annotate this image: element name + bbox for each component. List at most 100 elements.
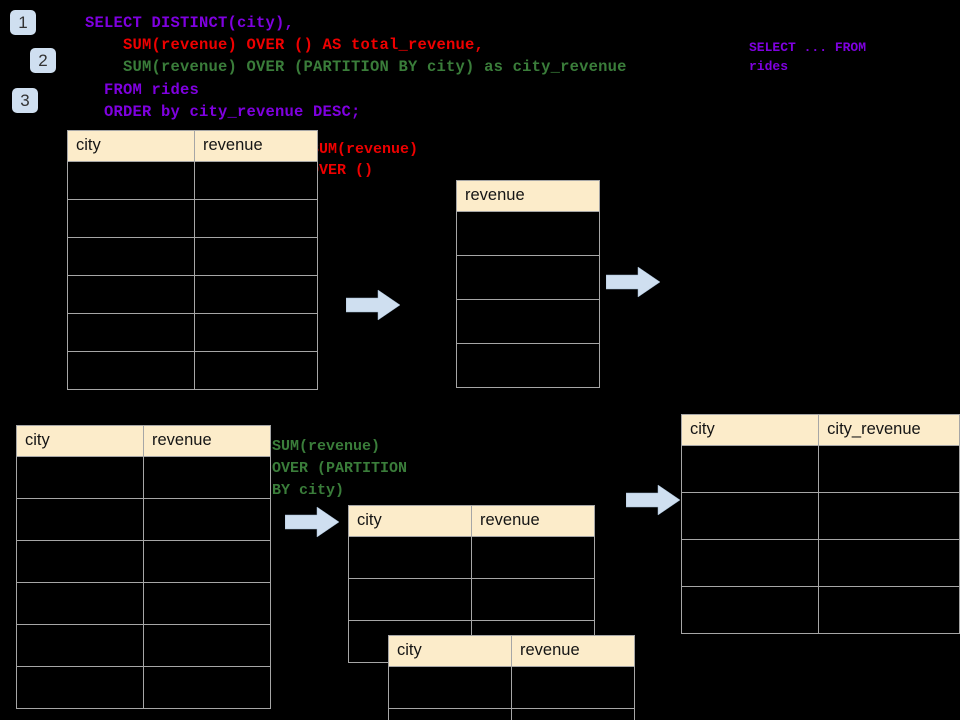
cell-revenue[interactable]	[143, 666, 271, 709]
arrow-right-icon-partition-to-result	[626, 484, 681, 516]
cell-revenue[interactable]	[194, 161, 318, 200]
cell-city-revenue[interactable]	[818, 539, 960, 587]
table-row[interactable]	[348, 536, 595, 579]
cell-city[interactable]	[67, 237, 195, 276]
table-rides-source-bottom[interactable]: city revenue	[16, 425, 271, 709]
cell-city[interactable]	[16, 582, 144, 625]
cell-city[interactable]	[16, 666, 144, 709]
table-row[interactable]	[388, 666, 635, 709]
table-row[interactable]	[680, 492, 960, 540]
table-header-row: city revenue	[16, 425, 271, 457]
table-row[interactable]	[16, 666, 271, 709]
cell-city[interactable]	[16, 498, 144, 541]
column-header-city: city	[16, 425, 144, 457]
cell-city-revenue[interactable]	[818, 445, 960, 493]
cell-city[interactable]	[67, 199, 195, 238]
table-header-row: city revenue	[67, 130, 318, 162]
table-row[interactable]	[16, 582, 271, 625]
column-header-revenue: revenue	[511, 635, 635, 667]
table-row[interactable]	[16, 498, 271, 541]
cell-city[interactable]	[16, 540, 144, 583]
table-row[interactable]	[456, 299, 600, 344]
cell-city[interactable]	[67, 161, 195, 200]
cell-revenue[interactable]	[456, 299, 600, 344]
cell-city-revenue[interactable]	[818, 586, 960, 634]
table-row[interactable]	[67, 351, 318, 390]
cell-city[interactable]	[67, 351, 195, 390]
cell-city[interactable]	[680, 445, 820, 493]
column-header-revenue: revenue	[456, 180, 600, 212]
table-row[interactable]	[67, 237, 318, 276]
table-row[interactable]	[680, 539, 960, 587]
column-header-city: city	[348, 505, 472, 537]
cell-revenue[interactable]	[511, 666, 635, 709]
cell-revenue[interactable]	[456, 211, 600, 256]
cell-revenue[interactable]	[456, 343, 600, 388]
table-total-revenue[interactable]: revenue	[456, 180, 600, 388]
table-rides-source-top[interactable]: city revenue	[67, 130, 318, 390]
column-header-revenue: revenue	[471, 505, 595, 537]
arrow-shape	[606, 266, 661, 298]
table-row[interactable]	[680, 586, 960, 634]
cell-revenue[interactable]	[194, 199, 318, 238]
arrow-right-icon-source-to-partition	[285, 506, 340, 538]
table-row[interactable]	[680, 445, 960, 493]
table-row[interactable]	[16, 456, 271, 499]
cell-city[interactable]	[348, 536, 472, 579]
table-row[interactable]	[16, 624, 271, 667]
table-row[interactable]	[348, 578, 595, 621]
cell-city[interactable]	[680, 539, 820, 587]
table-row[interactable]	[456, 255, 600, 300]
table-row[interactable]	[67, 199, 318, 238]
table-header-row: city revenue	[388, 635, 635, 667]
table-row[interactable]	[67, 161, 318, 200]
column-header-city: city	[680, 414, 820, 446]
step-badge-3-label: 3	[20, 91, 30, 110]
column-header-revenue: revenue	[194, 130, 318, 162]
step-badge-3[interactable]: 3	[12, 88, 38, 113]
sql-line-sum-over-partition: SUM(revenue) OVER (PARTITION BY city) as…	[85, 58, 627, 76]
cell-revenue[interactable]	[194, 351, 318, 390]
cell-city[interactable]	[388, 708, 512, 720]
cell-city[interactable]	[680, 492, 820, 540]
cell-city[interactable]	[348, 578, 472, 621]
cell-city[interactable]	[16, 624, 144, 667]
cell-city[interactable]	[680, 586, 820, 634]
table-header-row: city revenue	[348, 505, 595, 537]
table-header-row: revenue	[456, 180, 600, 212]
table-row[interactable]	[456, 343, 600, 388]
cell-revenue[interactable]	[143, 540, 271, 583]
column-header-city-revenue: city_revenue	[818, 414, 960, 446]
cell-city-revenue[interactable]	[818, 492, 960, 540]
cell-revenue[interactable]	[194, 237, 318, 276]
cell-revenue[interactable]	[511, 708, 635, 720]
cell-revenue[interactable]	[471, 578, 595, 621]
table-partition-group-front[interactable]: city revenue	[388, 635, 635, 720]
table-row[interactable]	[67, 313, 318, 352]
table-row[interactable]	[456, 211, 600, 256]
cell-revenue[interactable]	[143, 456, 271, 499]
sql-line-select-distinct: SELECT DISTINCT(city),	[85, 14, 295, 32]
cell-revenue[interactable]	[471, 536, 595, 579]
table-row[interactable]	[16, 540, 271, 583]
arrow-shape	[626, 484, 681, 516]
table-result[interactable]: city city_revenue	[680, 414, 960, 634]
cell-revenue[interactable]	[194, 313, 318, 352]
arrow-right-icon-source-to-total	[346, 289, 401, 321]
cell-city[interactable]	[388, 666, 512, 709]
cell-city[interactable]	[67, 275, 195, 314]
step-badge-1-label: 1	[18, 13, 28, 32]
cell-revenue[interactable]	[194, 275, 318, 314]
cell-revenue[interactable]	[143, 498, 271, 541]
cell-revenue[interactable]	[143, 624, 271, 667]
table-row[interactable]	[388, 708, 635, 720]
cell-revenue[interactable]	[143, 582, 271, 625]
column-header-city: city	[67, 130, 195, 162]
cell-revenue[interactable]	[456, 255, 600, 300]
step-badge-1[interactable]: 1	[10, 10, 36, 35]
cell-city[interactable]	[16, 456, 144, 499]
column-header-revenue: revenue	[143, 425, 271, 457]
table-row[interactable]	[67, 275, 318, 314]
cell-city[interactable]	[67, 313, 195, 352]
step-badge-2[interactable]: 2	[30, 48, 56, 73]
